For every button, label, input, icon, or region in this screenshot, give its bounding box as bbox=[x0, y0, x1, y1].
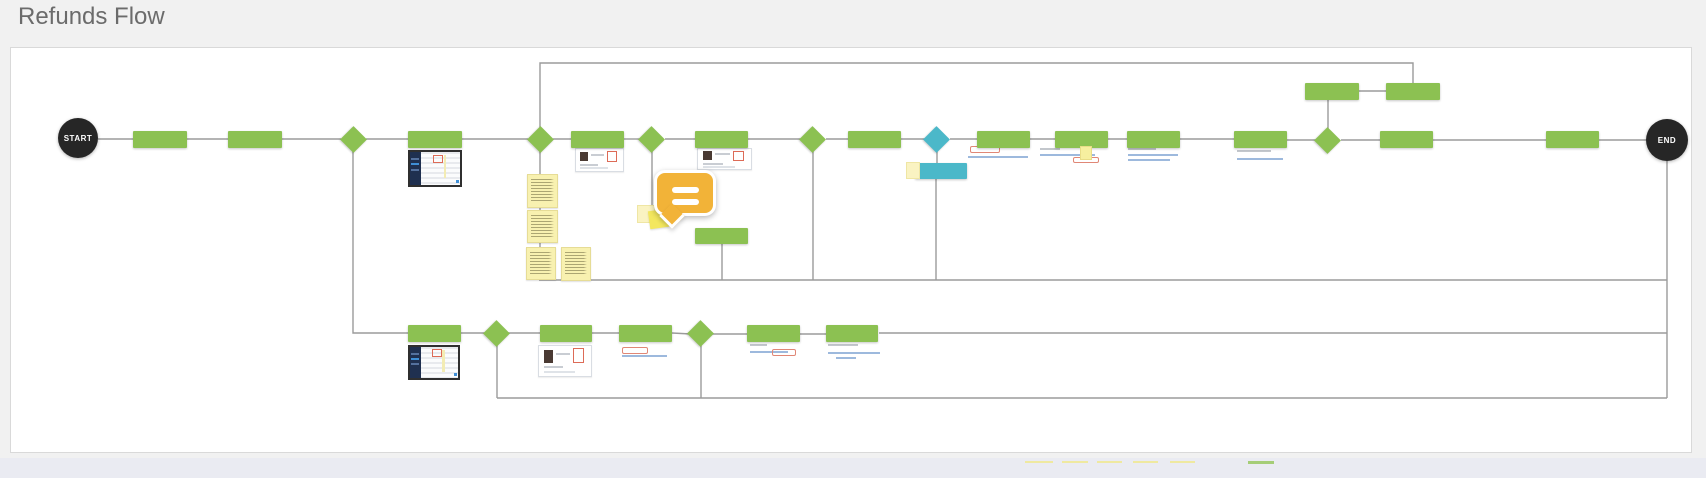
flow-node-process[interactable] bbox=[133, 131, 187, 148]
thumb-blue-corner bbox=[453, 373, 457, 377]
strip-thumbnail-edge[interactable] bbox=[1133, 461, 1158, 463]
thumb-yellow-highlight bbox=[442, 350, 445, 372]
page-title: Refunds Flow bbox=[18, 3, 165, 30]
annotation-text-line bbox=[1128, 148, 1156, 150]
comment-text-bar bbox=[672, 199, 699, 205]
comment-bubble-body bbox=[654, 170, 716, 216]
strip-thumbnail-edge[interactable] bbox=[1025, 461, 1053, 463]
annotation-text-line bbox=[1237, 150, 1271, 152]
annotation-text-line bbox=[1237, 158, 1283, 160]
annotation-text-line bbox=[1040, 154, 1095, 156]
comment-text-bar bbox=[672, 187, 699, 193]
flow-node-process[interactable] bbox=[1380, 131, 1433, 148]
sticky-note[interactable] bbox=[527, 210, 558, 243]
strip-thumbnail-edge[interactable] bbox=[1062, 461, 1088, 463]
thumb-sidebar bbox=[410, 152, 421, 185]
flow-node-process[interactable] bbox=[571, 131, 624, 148]
flow-canvas[interactable] bbox=[10, 47, 1692, 453]
thumb-avatar bbox=[702, 151, 712, 161]
flow-node-process[interactable] bbox=[695, 228, 748, 244]
thumb-blue-corner bbox=[455, 180, 459, 184]
sticky-note[interactable] bbox=[561, 247, 591, 281]
flow-node-process[interactable] bbox=[1386, 83, 1440, 100]
annotation-text-line bbox=[750, 351, 788, 353]
screenshot-thumbnail-card[interactable] bbox=[538, 345, 592, 377]
thumb-red-highlight bbox=[431, 349, 443, 358]
bottom-panel-strip bbox=[0, 458, 1706, 478]
flow-node-process-teal[interactable] bbox=[915, 163, 967, 179]
annotation-text-line bbox=[1128, 159, 1170, 161]
yellow-marker[interactable] bbox=[906, 162, 920, 179]
annotation-text-line bbox=[750, 344, 767, 346]
flow-node-process[interactable] bbox=[1305, 83, 1359, 100]
flow-node-process[interactable] bbox=[1127, 131, 1180, 148]
thumb-red-highlight bbox=[733, 150, 745, 161]
flow-connector bbox=[539, 62, 1414, 129]
strip-thumbnail-edge[interactable] bbox=[1097, 461, 1122, 463]
thumb-yellow-highlight bbox=[443, 155, 447, 179]
thumb-red-highlight bbox=[606, 150, 617, 162]
flow-node-process[interactable] bbox=[747, 325, 800, 342]
flow-node-process[interactable] bbox=[977, 131, 1030, 148]
annotation-text-line bbox=[968, 156, 1028, 158]
annotation-text-line bbox=[622, 355, 667, 357]
flow-node-process[interactable] bbox=[1234, 131, 1287, 148]
thumb-avatar bbox=[580, 151, 589, 162]
screenshot-thumbnail-table[interactable] bbox=[408, 150, 462, 187]
sticky-note[interactable] bbox=[526, 247, 556, 280]
annotation-text-line bbox=[828, 352, 880, 354]
flow-node-process[interactable] bbox=[540, 325, 592, 342]
sticky-note[interactable] bbox=[527, 174, 558, 208]
screenshot-thumbnail-card[interactable] bbox=[697, 148, 752, 170]
comment-bubble-icon[interactable] bbox=[652, 166, 720, 229]
thumb-table-rows bbox=[420, 347, 458, 378]
flow-node-process[interactable] bbox=[695, 131, 748, 148]
annotation-text-line bbox=[828, 344, 858, 346]
thumb-red-highlight bbox=[432, 154, 444, 163]
flow-node-process[interactable] bbox=[408, 131, 462, 148]
start-node[interactable]: START bbox=[58, 118, 98, 158]
annotation-text-line bbox=[1128, 154, 1178, 156]
flow-node-process[interactable] bbox=[228, 131, 282, 148]
annotation-text-line bbox=[836, 357, 856, 359]
thumb-red-highlight bbox=[573, 348, 585, 363]
thumb-table-rows bbox=[421, 152, 460, 185]
annotation-red-outline bbox=[622, 347, 648, 354]
sticky-note-text bbox=[565, 252, 587, 276]
screenshot-thumbnail-table[interactable] bbox=[408, 345, 460, 380]
sticky-note-text bbox=[531, 179, 554, 203]
screenshot-thumbnail-card[interactable] bbox=[575, 148, 624, 172]
strip-thumbnail-edge[interactable] bbox=[1170, 461, 1195, 463]
flow-connector bbox=[352, 150, 408, 334]
flow-node-process[interactable] bbox=[826, 325, 878, 342]
flow-node-process[interactable] bbox=[408, 325, 461, 342]
thumb-sidebar bbox=[410, 347, 421, 378]
flow-node-process[interactable] bbox=[848, 131, 901, 148]
flow-node-process[interactable] bbox=[1546, 131, 1599, 148]
yellow-marker[interactable] bbox=[1080, 146, 1092, 160]
strip-thumbnail-edge[interactable] bbox=[1248, 461, 1274, 464]
thumb-avatar bbox=[543, 349, 553, 363]
annotation-red-outline bbox=[772, 349, 796, 356]
flow-node-process[interactable] bbox=[619, 325, 672, 342]
flow-node-process[interactable] bbox=[1055, 131, 1108, 148]
annotation-text-line bbox=[1040, 148, 1060, 150]
end-node[interactable]: END bbox=[1646, 119, 1688, 161]
sticky-note-text bbox=[530, 252, 552, 275]
sticky-note-text bbox=[531, 215, 554, 238]
